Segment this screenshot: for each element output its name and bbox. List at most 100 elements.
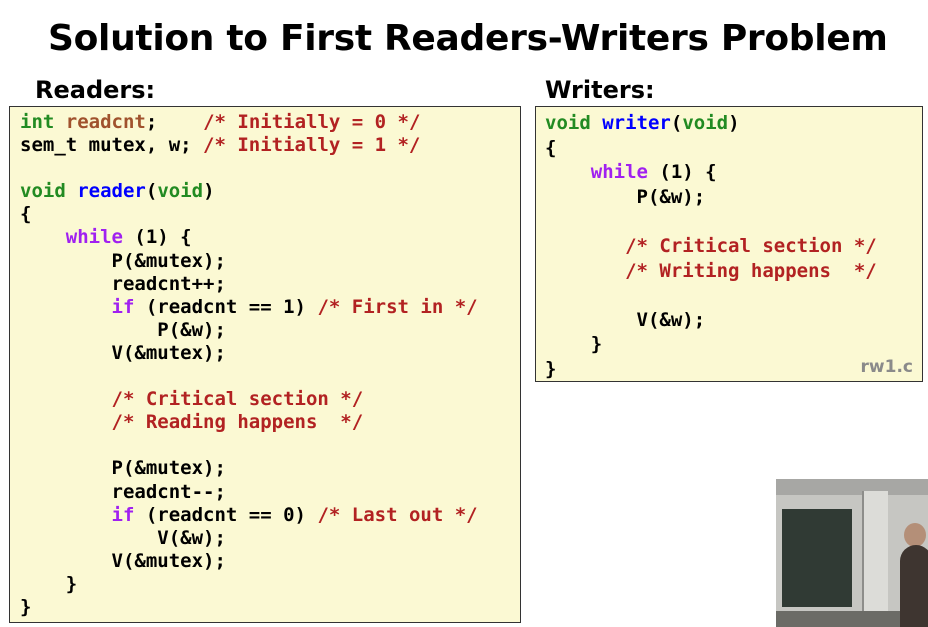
code-line: /* Critical section */ — [545, 234, 922, 259]
code-line: { — [545, 136, 922, 161]
speaker-webcam-video — [776, 479, 928, 627]
code-token: ( — [670, 112, 683, 134]
code-token: /* Critical section */ — [625, 234, 877, 257]
code-line: /* Reading happens */ — [20, 411, 520, 434]
code-token: /* Writing happens */ — [625, 259, 877, 282]
code-line: ​ — [20, 434, 520, 457]
code-line: V(&w); — [545, 308, 922, 333]
code-token: if — [111, 503, 135, 526]
code-token: /* First in */ — [317, 295, 478, 318]
code-line: P(&w); — [20, 319, 520, 342]
code-line: { — [20, 203, 520, 226]
code-token: P(&mutex); — [20, 457, 226, 480]
writers-code: void writer(void){ while (1) { P(&w);​ /… — [536, 107, 922, 382]
code-token — [54, 111, 65, 133]
code-line: P(&mutex); — [20, 250, 520, 273]
readers-code: int readcnt; /* Initially = 0 */sem_t mu… — [10, 107, 520, 619]
code-token: { — [545, 136, 557, 159]
code-token — [20, 296, 112, 318]
code-token: (1) { — [647, 161, 717, 184]
code-token: void — [20, 180, 66, 203]
code-token: ) — [728, 112, 740, 134]
code-line: /* Writing happens */ — [545, 259, 922, 284]
code-token: (readcnt == 0) — [134, 503, 318, 526]
code-token — [545, 260, 625, 282]
code-token — [20, 226, 66, 248]
code-token: if — [111, 295, 135, 318]
code-line: int readcnt; /* Initially = 0 */ — [20, 111, 520, 134]
code-token — [545, 235, 625, 257]
code-line: ​ — [545, 209, 922, 234]
code-token: } — [545, 357, 557, 380]
code-line: P(&w); — [545, 185, 922, 210]
code-token — [591, 112, 602, 134]
code-token: /* Reading happens */ — [111, 411, 364, 434]
code-token: } — [545, 333, 603, 356]
readers-label: Readers: — [35, 76, 156, 104]
code-token: readcnt — [65, 111, 146, 133]
code-line: if (readcnt == 1) /* First in */ — [20, 296, 520, 319]
code-line: } — [20, 573, 520, 596]
code-line: P(&mutex); — [20, 457, 520, 480]
code-token: void — [682, 112, 729, 134]
code-line: sem_t mutex, w; /* Initially = 1 */ — [20, 134, 520, 157]
code-token — [545, 161, 591, 183]
code-token: readcnt--; — [20, 480, 226, 503]
code-token: } — [20, 595, 32, 618]
code-token: ; — [145, 111, 204, 133]
code-token: P(&w); — [545, 185, 706, 208]
code-token: reader — [77, 180, 146, 203]
writers-code-box: void writer(void){ while (1) { P(&w);​ /… — [535, 106, 923, 382]
code-token: void — [157, 180, 204, 203]
code-line: if (readcnt == 0) /* Last out */ — [20, 504, 520, 527]
code-token: } — [20, 572, 78, 595]
code-token: P(&w); — [20, 318, 226, 341]
code-line: void reader(void) — [20, 180, 520, 203]
code-token: /* Initially = 1 */ — [203, 134, 421, 157]
code-token: P(&mutex); — [20, 249, 226, 272]
writers-label: Writers: — [545, 76, 655, 104]
webcam-blackboard — [782, 509, 852, 607]
code-token: V(&mutex); — [20, 549, 226, 572]
code-line: } — [545, 357, 922, 382]
code-token: void — [545, 112, 591, 134]
webcam-speaker — [900, 545, 928, 627]
code-token — [20, 504, 112, 526]
webcam-ceiling — [776, 479, 928, 495]
code-token: (readcnt == 1) — [134, 295, 318, 318]
readers-code-box: int readcnt; /* Initially = 0 */sem_t mu… — [9, 106, 521, 623]
code-token: while — [590, 161, 648, 184]
webcam-door — [862, 491, 888, 617]
code-line: V(&mutex); — [20, 550, 520, 573]
code-token: /* Initially = 0 */ — [203, 111, 421, 133]
code-token: sem_t mutex, w; — [20, 134, 204, 157]
code-line: ​ — [20, 157, 520, 180]
code-line: while (1) { — [20, 226, 520, 249]
code-token: ( — [145, 180, 158, 203]
webcam-floor — [776, 611, 928, 627]
code-token: V(&mutex); — [20, 341, 226, 364]
code-token: ) — [203, 180, 215, 203]
code-line: readcnt--; — [20, 481, 520, 504]
code-token: readcnt++; — [20, 272, 226, 295]
code-token — [20, 388, 112, 410]
code-line: while (1) { — [545, 160, 922, 185]
code-token: /* Critical section */ — [111, 388, 364, 411]
code-token: /* Last out */ — [317, 503, 478, 526]
code-token: { — [20, 203, 32, 226]
code-line: } — [545, 332, 922, 357]
code-line: readcnt++; — [20, 273, 520, 296]
slide-title: Solution to First Readers-Writers Proble… — [48, 18, 888, 59]
code-token: writer — [602, 112, 671, 134]
webcam-speaker-head — [904, 523, 926, 547]
code-line: /* Critical section */ — [20, 388, 520, 411]
source-filename: rw1.c — [860, 357, 913, 377]
code-token: int — [20, 111, 55, 133]
code-line: V(&w); — [20, 527, 520, 550]
code-line: ​ — [20, 365, 520, 388]
code-line: V(&mutex); — [20, 342, 520, 365]
code-token: V(&w); — [20, 526, 226, 549]
code-line: void writer(void) — [545, 111, 922, 136]
code-line: } — [20, 596, 520, 619]
code-token — [66, 180, 77, 202]
